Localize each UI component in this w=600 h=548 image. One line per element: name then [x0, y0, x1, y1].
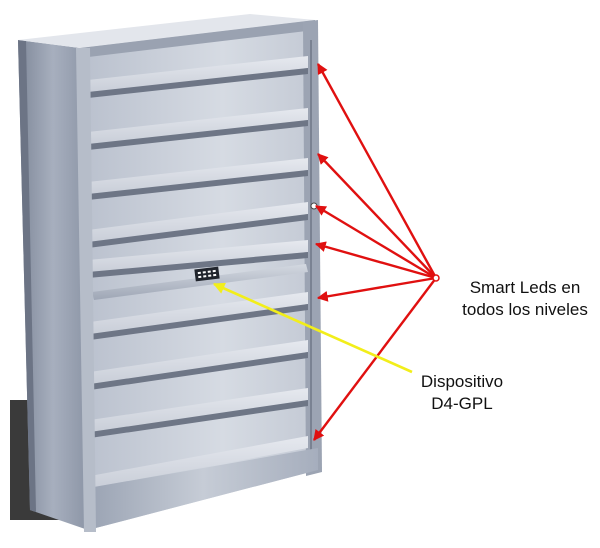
smart-leds-label: Smart Leds en todos los niveles	[452, 277, 598, 321]
led-arrow-6	[313, 277, 437, 441]
top-front-lip	[80, 20, 315, 58]
smart-leds-label-line-1: Smart Leds en	[469, 278, 581, 297]
led-arrow-4	[314, 241, 437, 280]
device-tray	[92, 264, 308, 300]
smart-leds-label-line-2: todos los niveles	[462, 300, 588, 319]
device-label-line-1: Dispositivo	[420, 372, 504, 391]
led-arrow-3	[315, 204, 437, 280]
device-label-line-2: D4-GPL	[431, 394, 493, 413]
left-side-edge	[18, 40, 36, 512]
left-side-panel	[18, 40, 88, 530]
device-leds	[197, 269, 217, 279]
led-arrow-1	[316, 63, 438, 279]
left-front-post	[76, 48, 96, 532]
right-upright	[303, 20, 322, 476]
shelves	[88, 56, 308, 488]
upright-perforation	[310, 40, 312, 460]
base-plinth	[88, 448, 318, 530]
device-label: Dispositivo D4-GPL	[410, 371, 514, 415]
led-arrows	[313, 63, 438, 441]
led-arrows-origin	[432, 274, 440, 282]
led-arrow-2	[317, 153, 437, 279]
top-panel	[18, 14, 315, 48]
device-arrow	[212, 282, 413, 374]
led-arrow-5	[316, 276, 437, 302]
